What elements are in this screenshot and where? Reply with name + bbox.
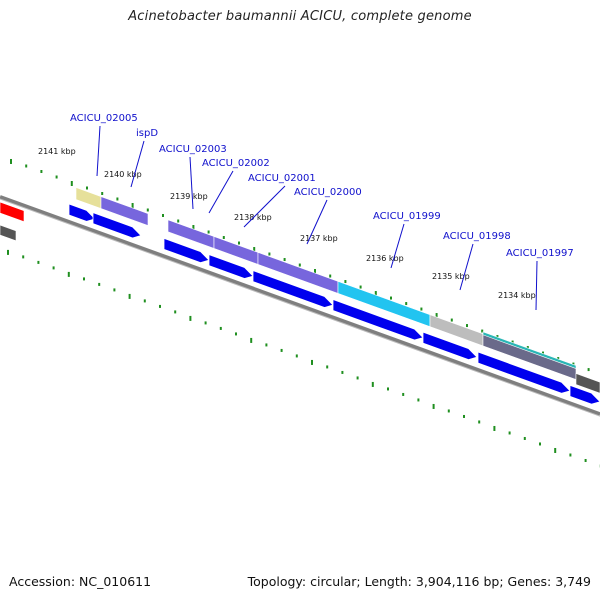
gene-label: ACICU_02001	[248, 173, 316, 184]
gene-label: ispD	[136, 128, 158, 139]
gene-label: ACICU_01999	[373, 211, 441, 222]
cds-arrow-ACICU_02001	[252, 270, 334, 308]
gene-leader-line	[130, 140, 145, 188]
gene-leader-line	[208, 170, 234, 214]
kbp-label: 2134 kbp	[498, 291, 536, 300]
feature-ACICU_01997	[575, 373, 600, 394]
accession-text: Accession: NC_010611	[9, 574, 152, 589]
feature-yellow	[75, 187, 102, 209]
gene-label: ACICU_02002	[202, 158, 270, 169]
genome-summary-text: Topology: circular; Length: 3,904,116 bp…	[247, 574, 591, 589]
cds-arrow-track	[68, 203, 600, 405]
feature-track	[0, 187, 600, 394]
kbp-label: 2135 kbp	[432, 272, 470, 281]
cds-arrow-ACICU_01998	[477, 351, 571, 394]
genome-backbone	[0, 195, 600, 417]
kbp-label: 2139 kbp	[170, 192, 208, 201]
backbone-line	[0, 195, 600, 417]
cds-arrow-ACICU_01997	[569, 384, 600, 405]
cds-arrow-ACICU_01999	[422, 331, 478, 361]
feature-ispD	[100, 196, 149, 227]
feature-dark	[0, 224, 17, 242]
gene-leader-line	[535, 260, 538, 311]
cds-arrow-ACICU_02000	[332, 298, 424, 341]
gc-skew-inner-track	[7, 249, 600, 468]
gene-leader-line	[459, 243, 474, 291]
kbp-label: 2137 kbp	[300, 234, 338, 243]
gene-label: ACICU_02005	[70, 113, 138, 124]
feature-ACICU_01998-top	[482, 331, 577, 369]
gene-label: ACICU_02000	[294, 187, 362, 198]
cds-arrow-ACICU_02003	[163, 237, 210, 264]
gc-skew-outer-track	[10, 158, 590, 372]
feature-red	[0, 201, 25, 223]
gene-label: ACICU_01997	[506, 248, 574, 259]
kbp-label: 2136 kbp	[366, 254, 404, 263]
map-title: Acinetobacter baumannii ACICU, complete …	[128, 9, 472, 24]
gene-leader-line	[189, 156, 194, 210]
gene-leader-line	[306, 199, 328, 245]
kbp-label: 2141 kbp	[38, 147, 76, 156]
gene-leader-line	[390, 223, 405, 269]
gene-leader-line	[96, 125, 101, 177]
gene-label: ACICU_02003	[159, 144, 227, 155]
gene-labels: ACICU_02005 ispDACICU_02003ACICU_02002ACI…	[70, 113, 574, 311]
backbone-highlight	[0, 198, 600, 417]
gene-label: ACICU_01998	[443, 231, 511, 242]
gene-leader-line	[243, 185, 286, 228]
kbp-label: 2140 kbp	[104, 170, 142, 179]
cds-arrow-ispD	[92, 212, 142, 239]
cds-arrow-ACICU_02005	[68, 203, 96, 222]
cds-arrow-ACICU_02002	[208, 254, 254, 279]
